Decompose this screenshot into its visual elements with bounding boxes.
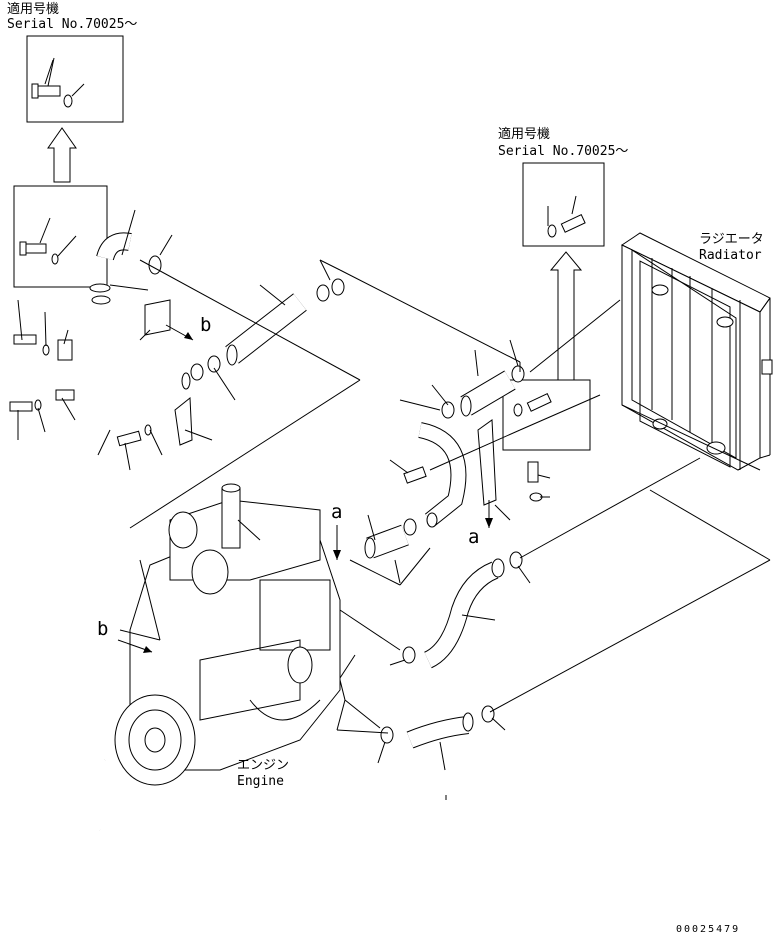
drawing-number: 00025479 [676, 924, 741, 935]
view-mark-a-right: a [468, 526, 480, 548]
view-arrow-b-top [166, 325, 193, 340]
old-bolt-box-right [503, 380, 590, 450]
upgrade-arrow-left [48, 128, 76, 182]
radiator-label-en: Radiator [699, 248, 762, 263]
lower-hose-assembly [381, 552, 522, 743]
left-hose-assembly [10, 241, 192, 445]
view-mark-b-top: b [200, 314, 212, 336]
middle-hose-assembly [365, 366, 542, 558]
note-top-right-jp: 適用号機 [498, 127, 551, 142]
upgrade-arrow-right [551, 252, 581, 380]
note-top-left-jp: 適用号機 [7, 2, 60, 17]
note-top-left-serial: Serial No.70025～ [7, 17, 138, 32]
note-top-right-serial: Serial No.70025～ [498, 144, 629, 159]
guide-lines [130, 260, 770, 733]
view-arrow-b-engine [118, 640, 152, 653]
inset-box-top-left [27, 36, 123, 122]
radiator-label-jp: ラジエータ [699, 232, 764, 247]
old-bolt-box [14, 186, 107, 287]
engine-drawing [97, 484, 340, 830]
inset-box-top-right [523, 163, 604, 246]
view-mark-a-engine: a [331, 501, 343, 523]
engine-label-jp: エンジン [237, 758, 290, 773]
leader-lines [18, 60, 550, 800]
view-mark-b-engine: b [97, 618, 109, 640]
radiator-drawing [622, 233, 772, 470]
view-arrow-a-engine [333, 525, 341, 560]
view-arrow-a-right [485, 500, 493, 528]
engine-label-en: Engine [237, 774, 284, 789]
